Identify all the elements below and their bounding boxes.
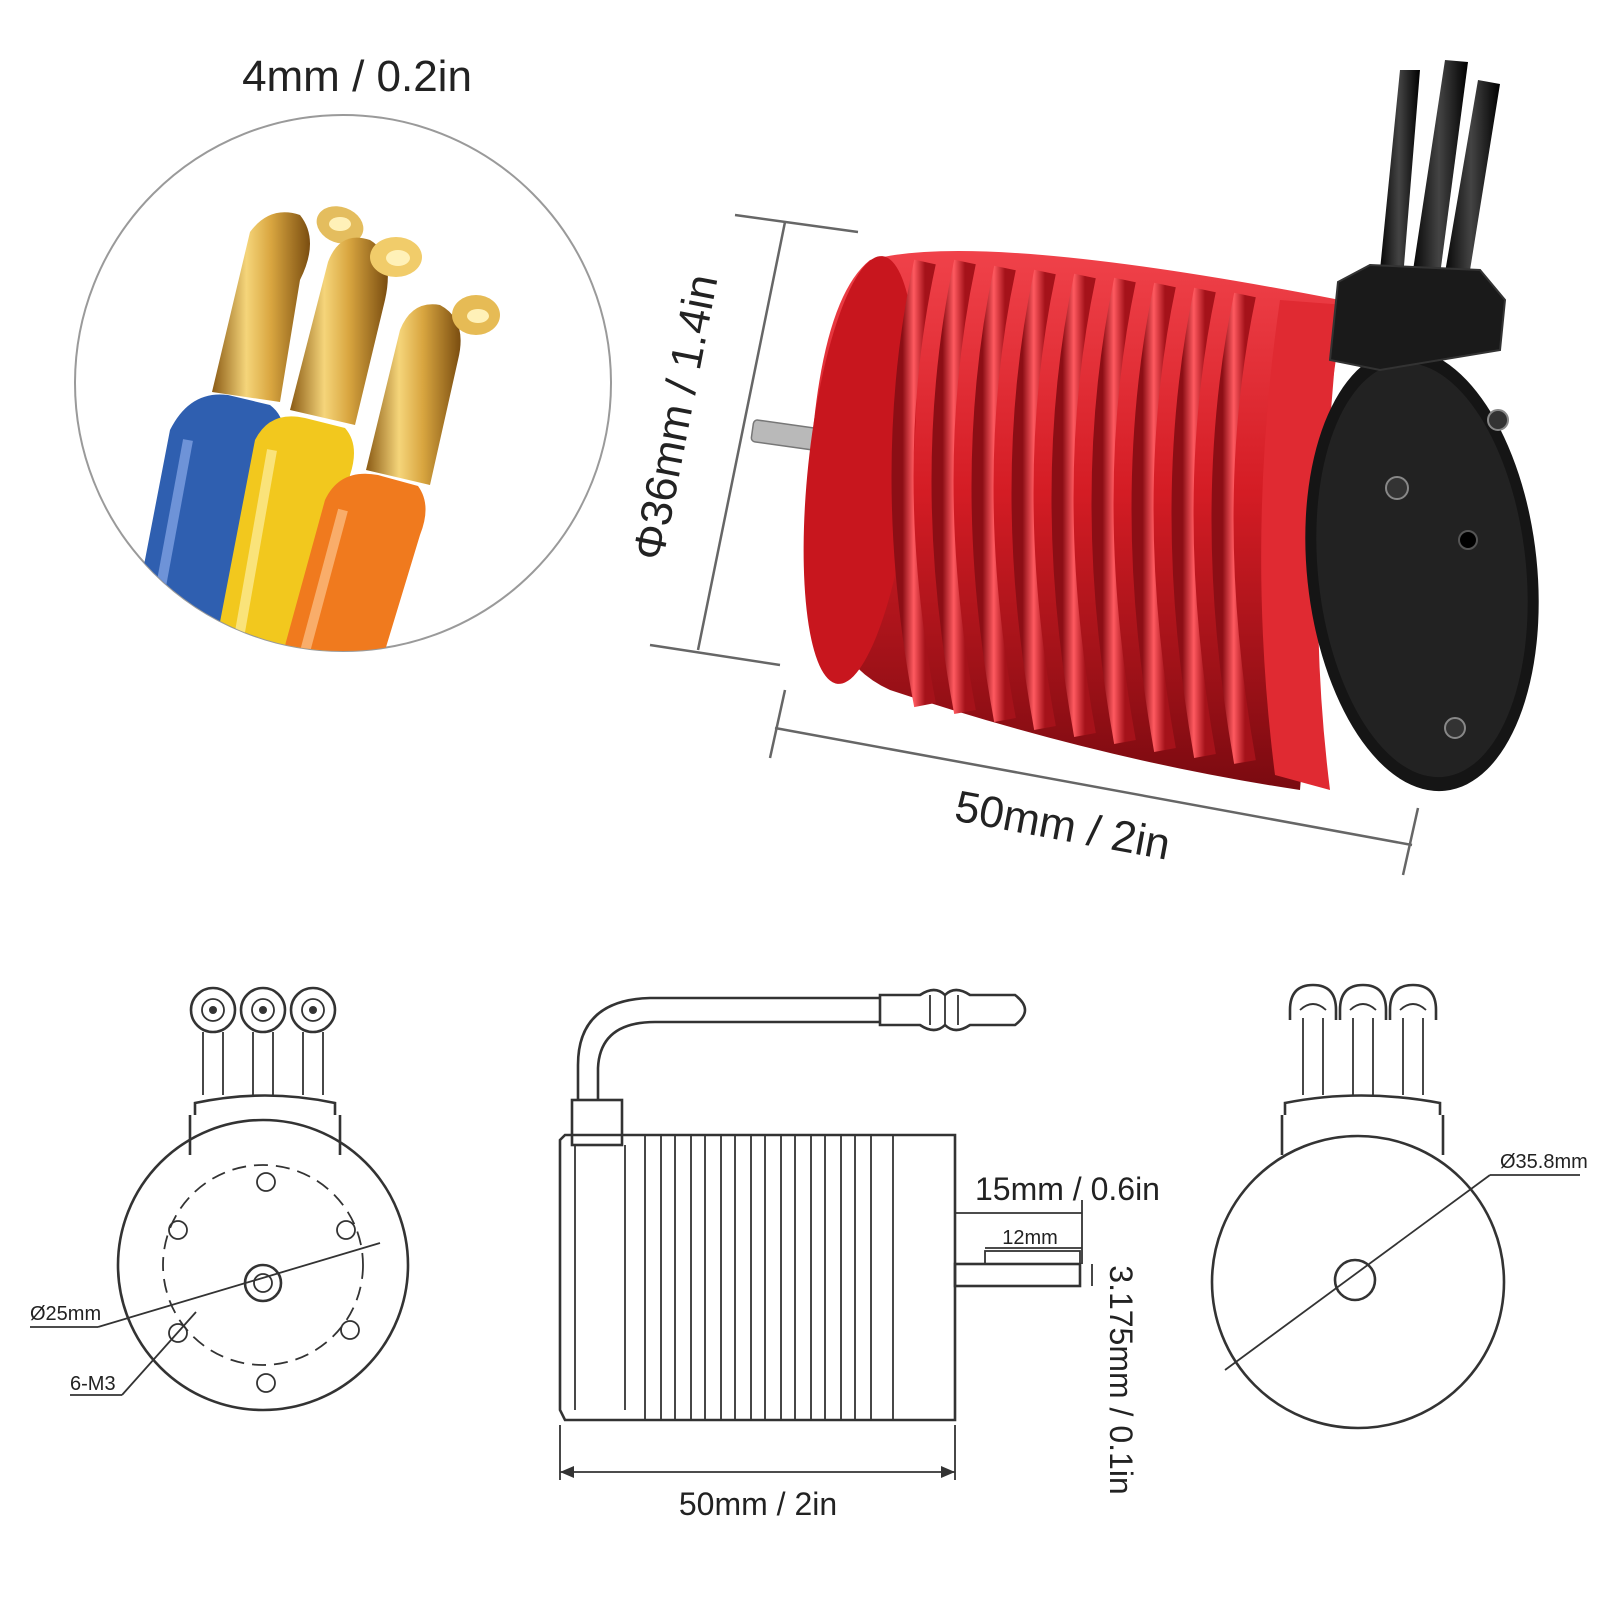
shaft-length-label: 15mm / 0.6in [975, 1171, 1160, 1207]
shaft-inner-label: 12mm [1002, 1227, 1058, 1249]
diameter-dim-line [696, 221, 787, 651]
wire-terminal-icons [189, 986, 337, 1095]
diameter-dim-top-tick [734, 213, 859, 234]
rear-body-circle [1210, 1134, 1506, 1430]
front-body-circle [116, 1118, 410, 1412]
rear-bearing-circle [1333, 1258, 1377, 1302]
motor-photo: Φ36mm / 1.4in 50mm / 2in [624, 60, 1539, 876]
screw-holes-label: 6-M3 [70, 1373, 116, 1395]
side-body-outline [558, 1133, 957, 1422]
side-view-drawing: 15mm / 0.6in 12mm 3.175mm / 0.1in 50mm /… [558, 988, 1160, 1522]
rear-wire-terminal-icons [1288, 983, 1438, 1095]
wire-boot [1328, 263, 1507, 372]
front-view-drawing: Ø25mm 6-M3 [30, 986, 410, 1412]
rear-view-drawing: Ø35.8mm [1210, 983, 1588, 1430]
gold-bullet-connectors [212, 206, 500, 485]
side-length-label: 50mm / 2in [679, 1486, 837, 1522]
connector-inset: 4mm / 0.2in [74, 52, 612, 652]
connector-size-label: 4mm / 0.2in [242, 52, 472, 101]
side-bullet-connector [878, 988, 1027, 1032]
hole-circle-label: Ø25mm [30, 1303, 101, 1325]
length-dim-line [774, 726, 1413, 847]
body-diameter-label: Ø35.8mm [1500, 1151, 1588, 1173]
length-dim-right-tick [1401, 807, 1420, 876]
front-shaft-circle [243, 1263, 283, 1303]
side-shaft [953, 1262, 1082, 1288]
m3-screw-holes [168, 1172, 360, 1393]
cooling-fins [891, 259, 1256, 764]
hole-pitch-circle [162, 1164, 364, 1366]
length-dim-left-tick [768, 689, 787, 759]
side-fins [644, 1134, 872, 1421]
diameter-label: Φ36mm / 1.4in [624, 270, 727, 563]
diameter-dim-bottom-tick [649, 643, 781, 667]
shaft-diameter-label: 3.175mm / 0.1in [1103, 1265, 1139, 1494]
endcap-center-hole [1458, 530, 1478, 550]
